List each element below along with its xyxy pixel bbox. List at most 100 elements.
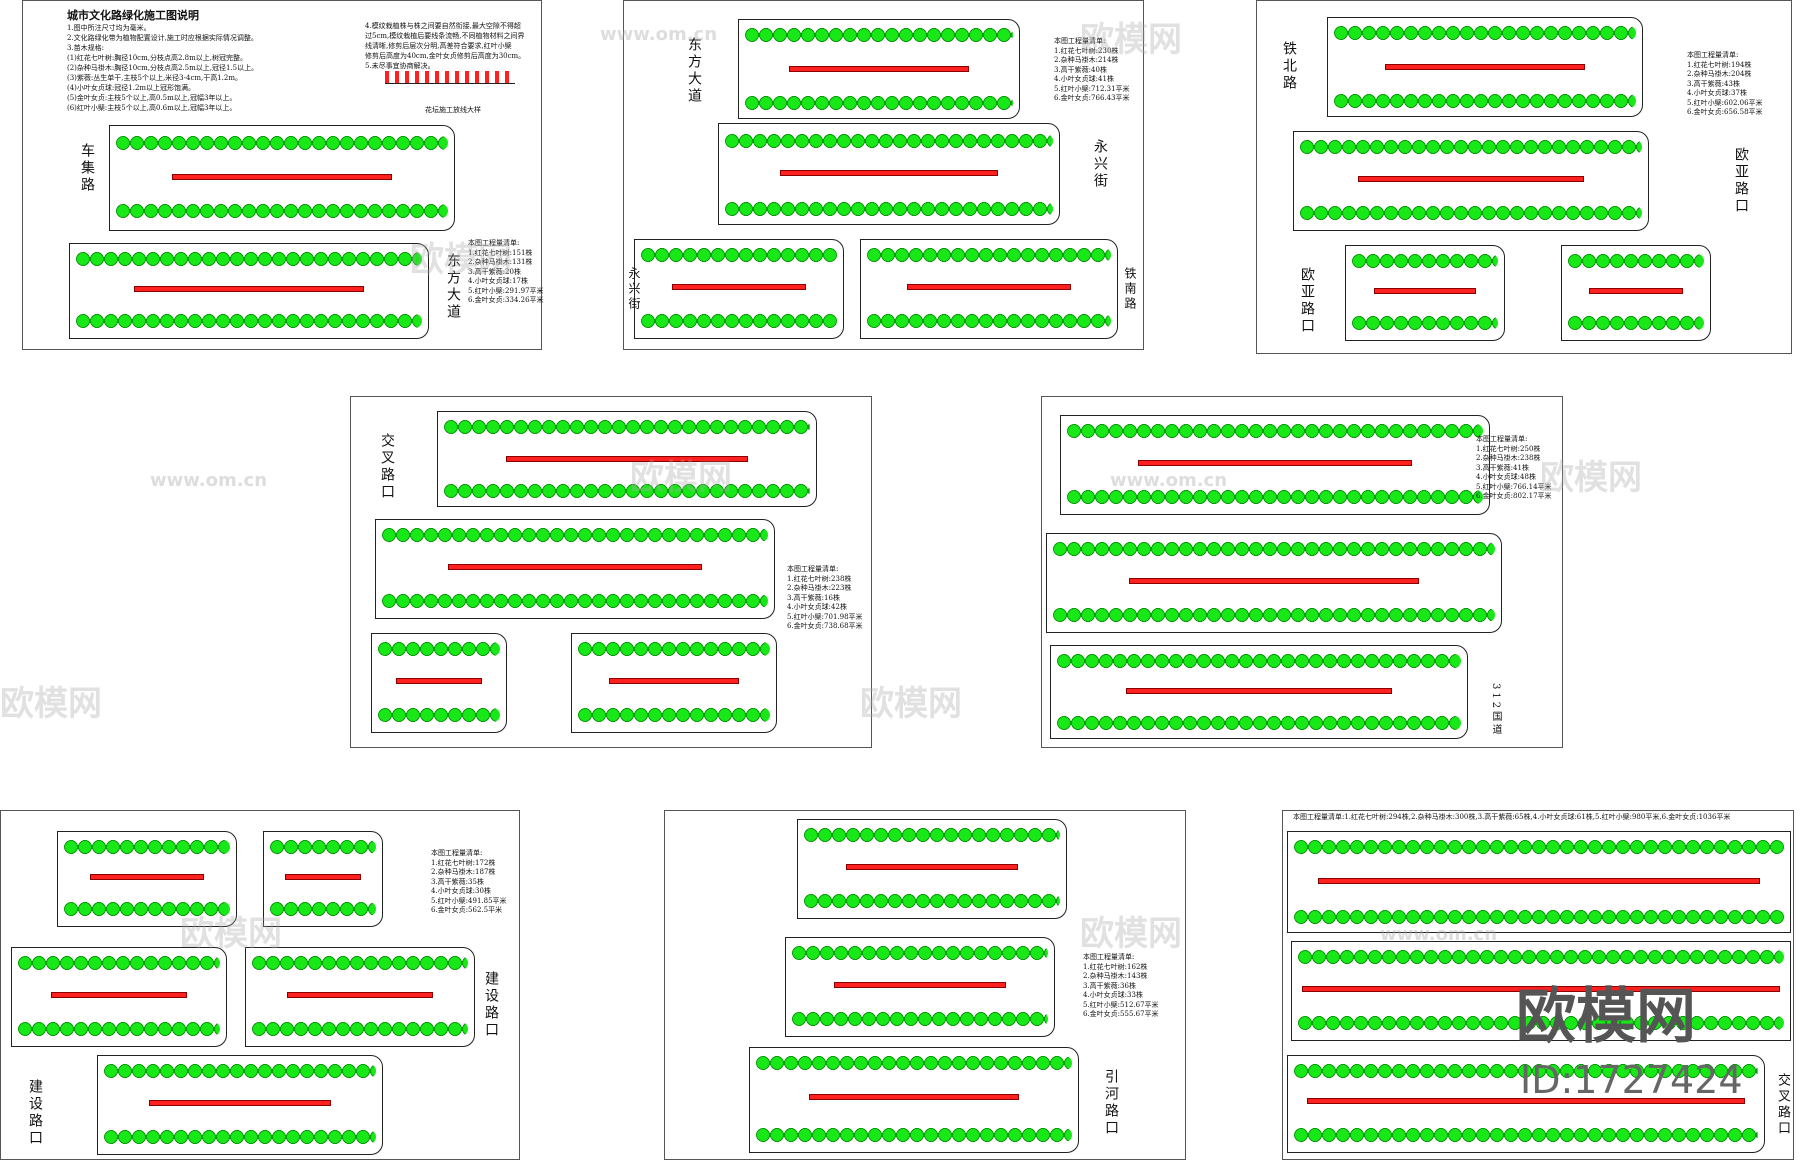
green-belt [371, 633, 507, 733]
drawing-sheet-5: 本图工程量清单: 1.红花七叶树:250株 2.杂种马褂木:238株 3.高干紫… [1041, 396, 1563, 748]
tree-row [116, 136, 448, 150]
red-barberry-strip [1301, 986, 1781, 992]
green-belt [1345, 245, 1505, 341]
tree-row [270, 902, 376, 916]
green-belt [109, 125, 455, 231]
red-barberry-strip [171, 174, 393, 180]
green-belt [797, 819, 1067, 919]
red-barberry-strip [1128, 578, 1420, 584]
red-barberry-strip [1357, 176, 1585, 182]
green-belt [1287, 1055, 1765, 1153]
watermark-url: www.om.cn [600, 24, 718, 45]
red-barberry-strip [608, 678, 740, 684]
green-belt [738, 19, 1020, 119]
quantity-list: 本图工程量清单: 1.红花七叶树:194株 2.杂种马褂木:204株 3.高干紫… [1687, 51, 1763, 116]
watermark-url: www.om.cn [150, 470, 268, 491]
tree-row [378, 708, 500, 722]
green-belt [437, 411, 817, 507]
road-label-top: 东方大道 [686, 37, 702, 105]
sheet-title: 城市文化路绿化施工图说明 [67, 9, 199, 22]
tree-row [1300, 140, 1642, 154]
tree-row [76, 314, 422, 328]
green-belt [860, 239, 1118, 339]
tree-row [378, 642, 500, 656]
tree-row [1294, 840, 1784, 854]
red-barberry-strip [447, 564, 703, 570]
red-barberry-strip [285, 874, 361, 880]
road-label-right: 交叉路口 [1775, 1073, 1790, 1137]
red-barberry-strip [396, 678, 482, 684]
red-barberry-strip [90, 874, 204, 880]
road-label-right: 东方大道 [445, 253, 461, 321]
red-barberry-strip [1588, 288, 1684, 294]
tree-row [578, 642, 770, 656]
green-belt [1561, 245, 1711, 341]
red-barberry-strip [506, 456, 748, 462]
green-belt [57, 831, 237, 927]
tree-row [444, 484, 810, 498]
drawing-sheet-3: 铁北路 本图工程量清单: 1.红花七叶树:194株 2.杂种马褂木:204株 3… [1256, 0, 1792, 354]
tree-row [1294, 1064, 1758, 1078]
red-barberry-strip [149, 1100, 331, 1106]
green-belt [1293, 131, 1649, 231]
drawing-sheet-8: 本图工程量清单:1.红花七叶树:294株,2.杂种马褂木:300株,3.高干紫薇… [1282, 810, 1794, 1160]
brand-id: ID:1727424 [1520, 1058, 1743, 1102]
tree-row [252, 956, 468, 970]
red-barberry-strip [1138, 460, 1412, 466]
green-belt [1060, 415, 1490, 515]
quantity-list: 本图工程量清单: 1.红花七叶树:151株 2.杂种马褂木:131株 3.高干紫… [468, 239, 544, 304]
watermark-url: www.om.cn [1110, 470, 1228, 491]
tree-row [270, 840, 376, 854]
tree-row [382, 528, 768, 542]
tree-row [64, 902, 230, 916]
quantity-list: 本图工程量清单:1.红花七叶树:294株,2.杂种马褂木:300株,3.高干紫薇… [1293, 813, 1731, 821]
quantity-list: 本图工程量清单: 1.红花七叶树:230株 2.杂种马褂木:214株 3.高干紫… [1054, 37, 1130, 102]
red-barberry-strip [1374, 288, 1476, 294]
red-barberry-strip [134, 286, 364, 292]
red-barberry-strip [672, 284, 806, 290]
road-label-bottom: 欧亚路口 [1299, 267, 1315, 335]
road-label-right: 引河路口 [1103, 1069, 1119, 1137]
green-belt [245, 947, 475, 1047]
tree-row [104, 1064, 376, 1078]
green-belt [263, 831, 383, 927]
tree-row [382, 594, 768, 608]
tree-row [725, 202, 1053, 216]
green-belt [1050, 645, 1468, 739]
tree-row [1334, 26, 1636, 40]
tree-row [18, 956, 220, 970]
drawing-sheet-6: 本图工程量清单: 1.红花七叶树:172株 2.杂种马褂木:187株 3.高干紫… [0, 810, 520, 1160]
tree-row [792, 946, 1048, 960]
tree-row [745, 28, 1013, 42]
layout-detail [385, 71, 515, 84]
red-barberry-strip [834, 982, 1006, 988]
tree-row [756, 1056, 1072, 1070]
tree-row [1300, 206, 1642, 220]
road-label-right: 312国道 [1490, 683, 1501, 738]
road-label-bottom-right: 铁南路 [1123, 267, 1137, 312]
tree-row [1067, 490, 1483, 504]
road-label-bottom-left: 永兴街 [627, 267, 641, 312]
green-belt [749, 1047, 1079, 1153]
tree-row [1053, 542, 1495, 556]
green-belt [97, 1055, 383, 1155]
red-barberry-strip [846, 864, 1018, 870]
tree-row [1053, 608, 1495, 622]
tree-row [641, 314, 837, 328]
road-label-left: 车集路 [79, 143, 95, 194]
tree-row [1067, 424, 1483, 438]
tree-row [867, 248, 1111, 262]
tree-row [867, 314, 1111, 328]
tree-row [1298, 1016, 1784, 1030]
tree-row [1568, 316, 1704, 330]
red-barberry-strip [1318, 878, 1760, 884]
quantity-list: 本图工程量清单: 1.红花七叶树:238株 2.杂种马褂木:223株 3.高干紫… [787, 565, 863, 630]
tree-row [756, 1128, 1072, 1142]
tree-row [18, 1022, 220, 1036]
red-barberry-strip [50, 992, 188, 998]
tree-row [641, 248, 837, 262]
red-barberry-strip [780, 170, 998, 176]
tree-row [745, 96, 1013, 110]
tree-row [252, 1022, 468, 1036]
tree-row [64, 840, 230, 854]
